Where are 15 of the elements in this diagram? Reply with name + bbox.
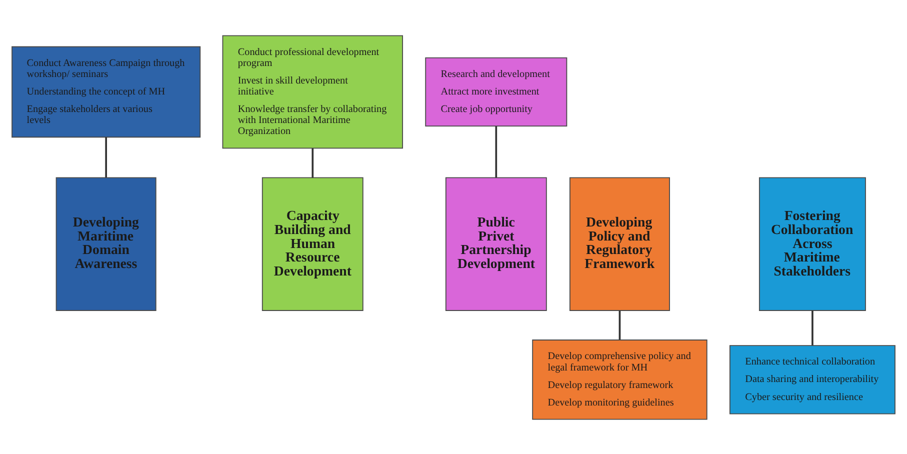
- node-box: Developing Policy and Regulatory Framework: [569, 176, 670, 310]
- node-box: Research and development Attract more investment Create job opportunity: [425, 56, 568, 126]
- node-box: Capacity Building and Human Resource Development: [262, 176, 364, 310]
- connector: [105, 136, 107, 177]
- node-box: Conduct professional development program Invest in skill development initiative Knowledge transfer by collaborating with International Maritime Organization: [222, 34, 403, 148]
- connector: [312, 148, 314, 178]
- node-box: Public Privet Partnership Development: [445, 176, 547, 310]
- node-box: Enhance technical collaboration Data sharing and interoperability Cyber security and resilience: [729, 344, 896, 414]
- node-box: Conduct Awareness Campaign through workshop/ seminars Understanding the concept of MH Engage stakeholders at various levels: [12, 46, 201, 138]
- connector: [495, 126, 498, 178]
- connector: [812, 310, 814, 345]
- node-box: Fostering Collaboration Across Maritime Stakeholders: [758, 176, 866, 310]
- node-box: Developing Maritime Domain Awareness: [56, 176, 156, 310]
- connector: [618, 310, 621, 340]
- node-box: Develop comprehensive policy and legal framework for MH Develop regulatory framework Develop monitoring guidelines: [532, 339, 708, 420]
